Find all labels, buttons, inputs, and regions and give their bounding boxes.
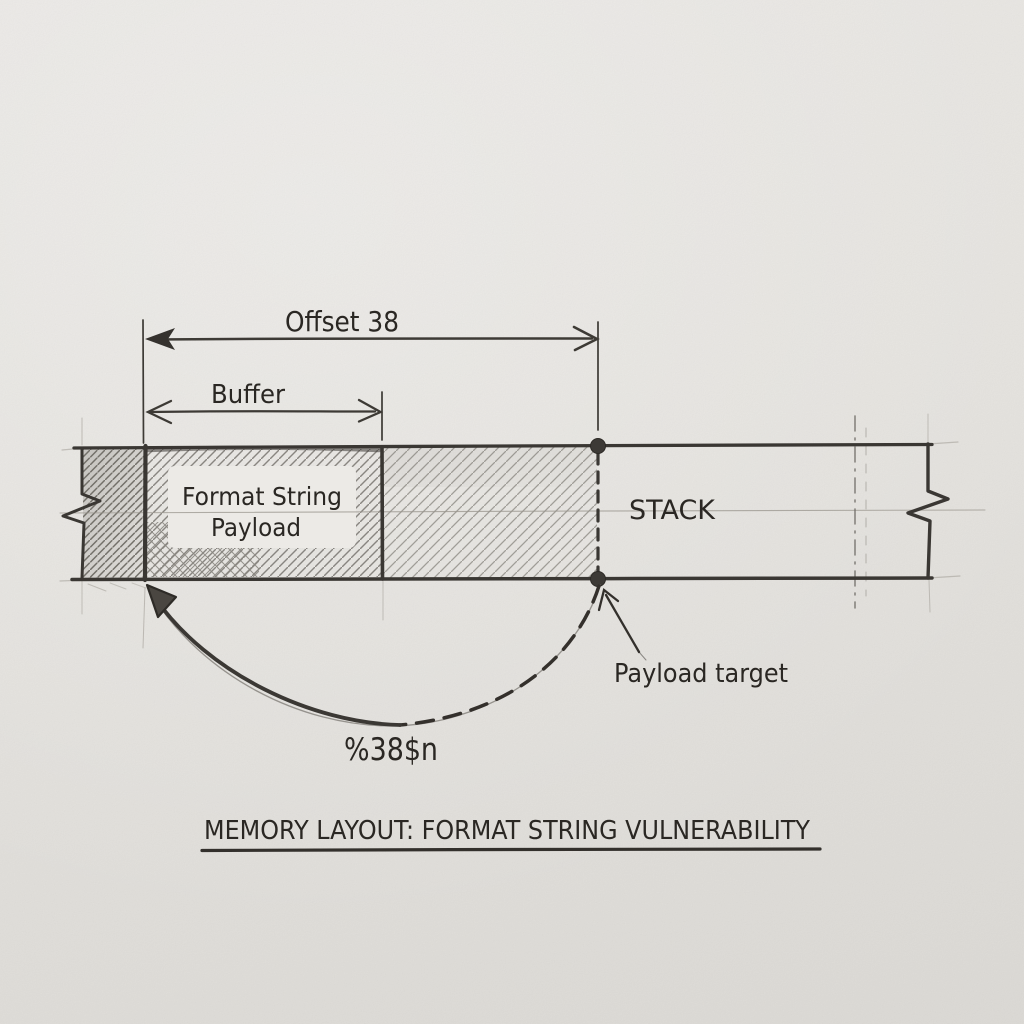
buffer-arrowhead-right bbox=[357, 398, 384, 423]
guide-below-buffer-start bbox=[142, 587, 146, 649]
left-break-edge bbox=[61, 446, 102, 580]
stack-band bbox=[83, 447, 597, 578]
target-dot-top bbox=[590, 438, 606, 454]
buffer-arrow-line bbox=[148, 410, 377, 414]
payload-target-arrowhead bbox=[597, 587, 620, 612]
payload-target-label: Payload target bbox=[614, 659, 788, 689]
target-column bbox=[590, 438, 606, 587]
stack-middle-shading bbox=[382, 447, 597, 487]
payload-box-top-smudge bbox=[145, 445, 382, 453]
format-specifier-label: %38$n bbox=[344, 732, 438, 768]
curve-solid-segment bbox=[153, 596, 402, 727]
offset-dimension bbox=[142, 319, 600, 444]
curve-arrowhead bbox=[145, 583, 178, 619]
payload-target-arrow-tail bbox=[638, 651, 647, 661]
payload-box-right-edge bbox=[380, 445, 385, 581]
payload-box-label-line1: Format String bbox=[182, 482, 342, 511]
buffer-dimension-label: Buffer bbox=[211, 380, 285, 410]
offset-arrow-line bbox=[150, 337, 594, 341]
smudge-tick-1 bbox=[87, 583, 107, 592]
stack-bottom-edge bbox=[70, 576, 934, 582]
payload-target-arrow-line bbox=[604, 593, 641, 654]
diagram-title: MEMORY LAYOUT: FORMAT STRING VULNERABILI… bbox=[204, 816, 810, 846]
offset-extension-line-left bbox=[142, 319, 145, 444]
stack-label: STACK bbox=[629, 495, 716, 526]
payload-box-label-line2: Payload bbox=[211, 513, 301, 542]
band-outlines bbox=[61, 442, 950, 583]
buffer-dimension bbox=[145, 391, 384, 441]
payload-label-patch bbox=[168, 466, 356, 548]
guide-overshoot-bottom-right bbox=[928, 579, 931, 613]
smudge-tick-3 bbox=[131, 582, 147, 589]
smudge-tick-2 bbox=[109, 582, 127, 590]
offset-arrowhead-left bbox=[145, 328, 175, 350]
target-dot-bottom bbox=[590, 571, 606, 587]
payload-box-left-edge bbox=[142, 443, 148, 583]
buffer-arrowhead-left bbox=[145, 399, 173, 425]
payload-target-callout bbox=[597, 587, 647, 661]
exploit-curve bbox=[145, 583, 601, 727]
offset-dimension-label: Offset 38 bbox=[285, 305, 399, 338]
right-break-edge bbox=[906, 442, 950, 580]
curve-dashed-segment bbox=[398, 584, 601, 727]
offset-arrowhead-right bbox=[572, 325, 600, 352]
title-underline bbox=[200, 847, 822, 853]
